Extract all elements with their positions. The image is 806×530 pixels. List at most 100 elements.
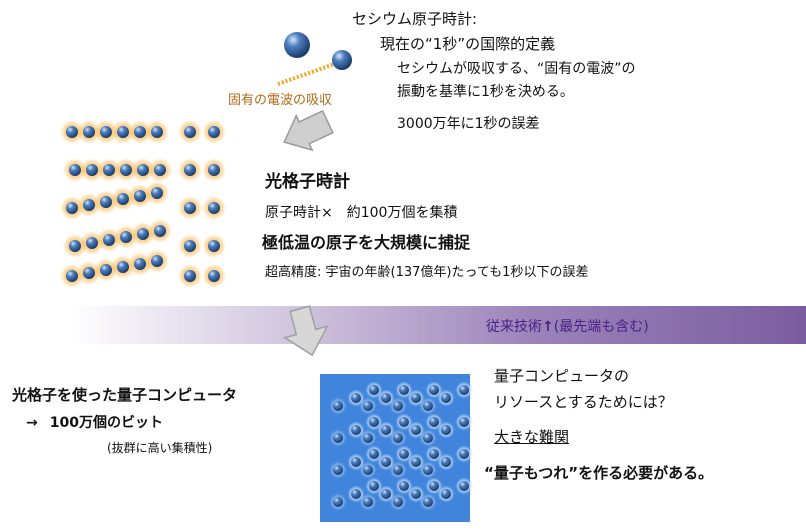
cube-atom xyxy=(399,417,409,427)
cube-atom xyxy=(441,457,451,467)
lattice-atom xyxy=(117,193,129,205)
cube-atom xyxy=(333,401,343,411)
cube-atom xyxy=(441,393,451,403)
lattice-atom xyxy=(184,240,196,252)
cube-atom xyxy=(363,433,373,443)
cube-atom xyxy=(381,457,391,467)
cesium-atom xyxy=(284,32,310,58)
lattice-atom xyxy=(66,270,78,282)
lattice-atom xyxy=(69,240,81,252)
quantum-note: (抜群に高い集積性) xyxy=(107,439,212,456)
transition-arrow-icon xyxy=(282,306,332,360)
radio-wave-line xyxy=(278,62,340,84)
lattice-atom xyxy=(66,202,78,214)
quantum-bits: 100万個のビット xyxy=(50,415,163,431)
quantum-right-line2: リソースとするためには？ xyxy=(494,391,673,412)
cube-atom xyxy=(411,393,421,403)
cube-atom xyxy=(363,465,373,475)
lattice-atom xyxy=(154,164,166,176)
cube-atom xyxy=(441,489,451,499)
quantum-bits-line: →100万個のビット xyxy=(26,412,163,432)
band-label-text: 従来技術 xyxy=(486,319,542,335)
cesium-subtitle: 現在の“1秒”の国際的定義 xyxy=(380,33,555,54)
cube-atom xyxy=(351,425,361,435)
lattice-atom xyxy=(208,202,220,214)
lattice-atom xyxy=(117,261,129,273)
cube-atom xyxy=(381,489,391,499)
cube-atom xyxy=(423,401,433,411)
down-arrow-icon xyxy=(278,112,334,154)
cube-atom xyxy=(393,465,403,475)
lattice-atom xyxy=(86,164,98,176)
cube-atom xyxy=(423,465,433,475)
cube-atom xyxy=(459,385,469,395)
lattice-clock-line2: 極低温の原子を大規模に捕捉 xyxy=(262,229,470,253)
lattice-atom xyxy=(120,231,132,243)
cube-atom xyxy=(441,425,451,435)
cube-atom xyxy=(393,497,403,507)
lattice-atom xyxy=(184,164,196,176)
lattice-atom xyxy=(137,164,149,176)
cube-atom xyxy=(351,457,361,467)
cube-atom xyxy=(423,497,433,507)
cube-atom xyxy=(411,489,421,499)
lattice-atom xyxy=(137,228,149,240)
lattice-atom xyxy=(100,196,112,208)
quantum-title: 光格子を使った量子コンピュータ xyxy=(12,384,237,405)
cube-atom xyxy=(459,417,469,427)
lattice-atom xyxy=(103,164,115,176)
lattice-atom xyxy=(83,199,95,211)
lattice-atom xyxy=(184,202,196,214)
lattice-atom xyxy=(100,264,112,276)
lattice-atom xyxy=(83,126,95,138)
cesium-error: 3000万年に1秒の誤差 xyxy=(397,113,540,133)
cube-atom xyxy=(393,433,403,443)
lattice-atom xyxy=(69,164,81,176)
cube-atom xyxy=(369,481,379,491)
lattice-atom xyxy=(117,126,129,138)
band-label: 従来技術↑(最先端も含む) xyxy=(486,316,649,336)
cube-atom xyxy=(393,401,403,411)
lattice-atom xyxy=(134,126,146,138)
cube-atom xyxy=(399,481,409,491)
lattice-atom xyxy=(208,240,220,252)
cube-atom xyxy=(363,497,373,507)
optical-lattice-illustration xyxy=(60,120,250,290)
cube-atom xyxy=(459,449,469,459)
lattice-atom xyxy=(184,270,196,282)
lattice-clock-line1: 原子時計× 約100万個を集積 xyxy=(265,202,457,222)
lattice-atom xyxy=(66,126,78,138)
lattice-atom xyxy=(184,126,196,138)
cube-atom xyxy=(429,417,439,427)
cesium-desc-line1: セシウムが吸収する、“固有の電波”の xyxy=(397,58,636,78)
cube-atom xyxy=(351,393,361,403)
cube-atom xyxy=(369,385,379,395)
lattice-atom xyxy=(154,225,166,237)
cube-atom xyxy=(351,489,361,499)
cube-atom xyxy=(429,481,439,491)
lattice-atom xyxy=(134,190,146,202)
cube-atom xyxy=(381,425,391,435)
cube-atom xyxy=(369,449,379,459)
cube-atom xyxy=(423,433,433,443)
cube-atom xyxy=(381,393,391,403)
cube-atom xyxy=(333,497,343,507)
cesium-atoms-illustration xyxy=(270,20,370,100)
lattice-atom xyxy=(208,126,220,138)
cube-atom xyxy=(333,433,343,443)
cube-atom xyxy=(411,457,421,467)
lattice-atom xyxy=(208,164,220,176)
lattice-atom xyxy=(151,126,163,138)
cube-atom xyxy=(459,481,469,491)
lattice-atom xyxy=(134,258,146,270)
lattice-atom xyxy=(151,255,163,267)
lattice-atom xyxy=(208,270,220,282)
cube-atom xyxy=(369,417,379,427)
lattice-clock-line3: 超高精度: 宇宙の年齢(137億年)たっても1秒以下の誤差 xyxy=(265,261,588,280)
absorption-label: 固有の電波の吸収 xyxy=(228,89,332,108)
cube-atom xyxy=(429,385,439,395)
cesium-title: セシウム原子時計: xyxy=(352,8,477,29)
cesium-desc-line2: 振動を基準に1秒を決める。 xyxy=(397,81,574,101)
entanglement-requirement: “量子もつれ”を作る必要がある。 xyxy=(484,462,713,483)
cube-atom xyxy=(399,449,409,459)
